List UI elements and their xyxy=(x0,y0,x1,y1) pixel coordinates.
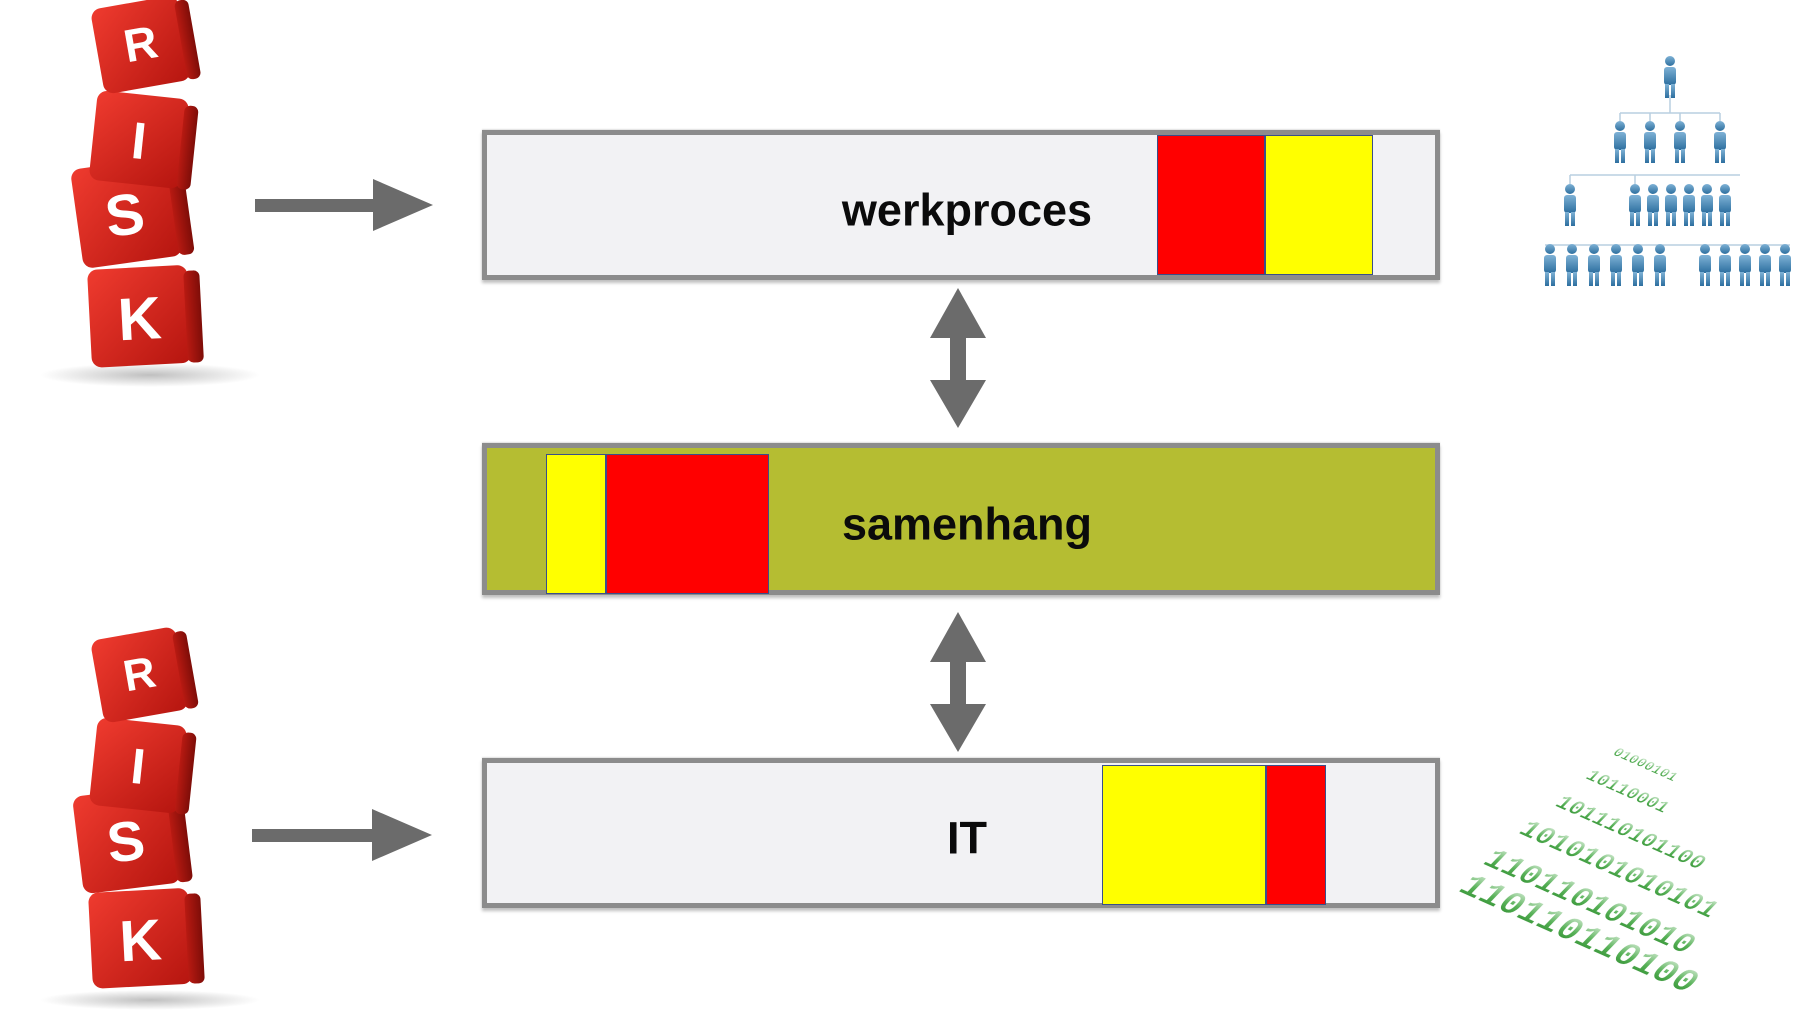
cube-letter-k: K xyxy=(116,284,163,353)
cube-letter-s: S xyxy=(101,180,148,250)
risk-block-yellow xyxy=(1102,765,1266,905)
it-layer: IT xyxy=(482,758,1440,908)
org-chart-icon xyxy=(1544,56,1791,286)
cube-letter-s: S xyxy=(103,808,148,875)
cube-letter-k: K xyxy=(118,907,163,974)
risk-cubes-icon-top: K S I R xyxy=(40,0,260,387)
risk-block-red xyxy=(1266,765,1326,905)
werkproces-label: werkproces xyxy=(841,184,1093,236)
cube-letter-i: I xyxy=(128,738,148,795)
samenhang-layer: samenhang xyxy=(482,443,1440,595)
right-arrow-icon-bottom xyxy=(252,809,432,861)
double-arrow-icon-lower xyxy=(930,612,986,752)
it-label: IT xyxy=(947,812,987,864)
risk-block-yellow xyxy=(1265,135,1373,275)
risk-cubes-icon-bottom: K S I R xyxy=(40,627,260,1010)
right-arrow-icon-top xyxy=(255,179,433,231)
binary-data-icon: 01000101 10110001 101110101100 101010101… xyxy=(1448,746,1725,1001)
double-arrow-icon-upper xyxy=(930,288,986,428)
werkproces-layer: werkproces xyxy=(482,130,1440,280)
risk-block-red xyxy=(1157,135,1265,275)
cube-letter-i: I xyxy=(129,112,149,171)
samenhang-label: samenhang xyxy=(841,498,1093,550)
risk-block-yellow xyxy=(546,454,606,594)
risk-block-red xyxy=(606,454,769,594)
